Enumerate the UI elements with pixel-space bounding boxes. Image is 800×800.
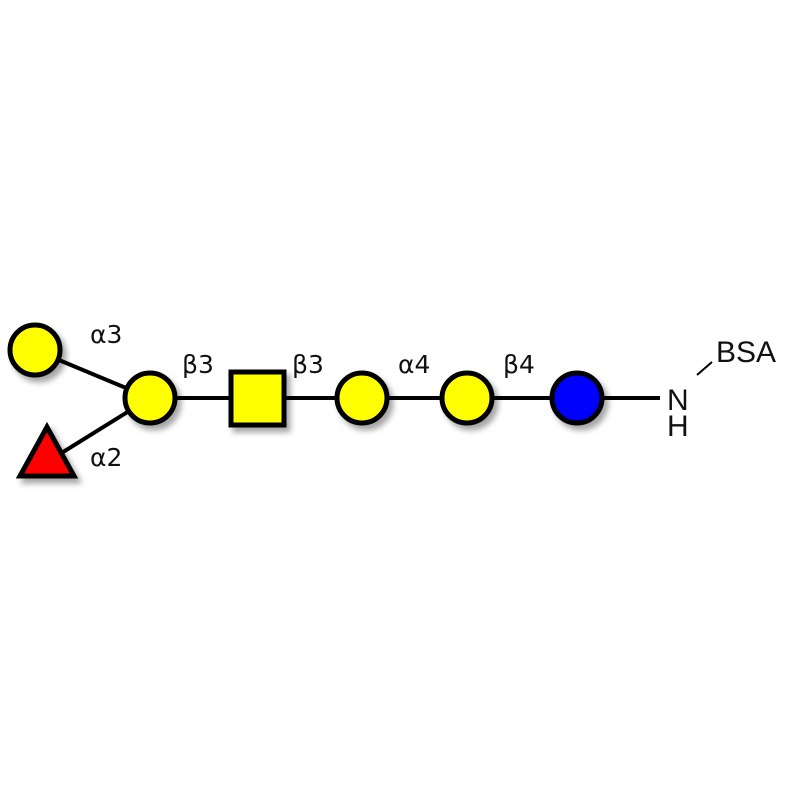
linkage-label: α2 [90, 443, 122, 472]
bond-n-bsa [696, 361, 713, 376]
galnac-square [228, 369, 287, 428]
carrier-bsa: BSA [716, 336, 776, 369]
linkage-label: β3 [292, 350, 324, 379]
galactose-3 [334, 370, 390, 426]
nitrogen-atom: N [667, 384, 689, 417]
glucose-circle [549, 370, 605, 426]
linkage-label: α4 [398, 350, 430, 379]
hydrogen-atom: H [667, 410, 689, 443]
linkage-label: β4 [503, 350, 535, 379]
linkage-label: β3 [182, 350, 214, 379]
fucose-triangle [15, 421, 79, 479]
galactose-branch [122, 370, 178, 426]
galactose-terminal [7, 322, 63, 378]
galactose-4 [439, 370, 495, 426]
linkage-label: α3 [90, 320, 122, 349]
